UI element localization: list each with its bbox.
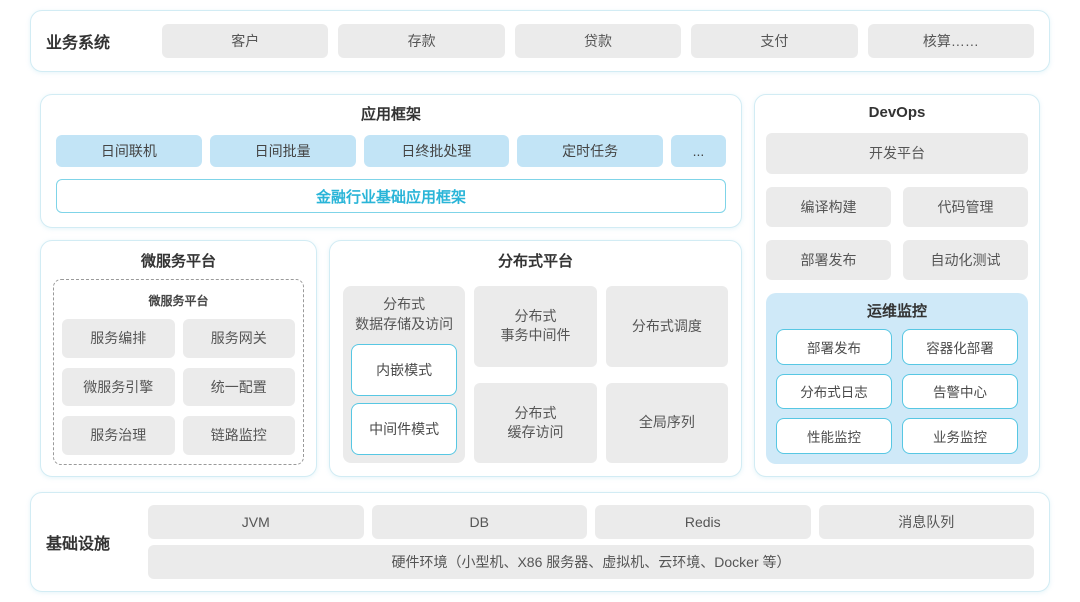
service-orchestration: 服务编排 bbox=[62, 319, 175, 358]
monitor-performance: 性能监控 bbox=[776, 418, 892, 454]
app-framework-panel: 应用框架 日间联机 日间批量 日终批处理 定时任务 ... 金融行业基础应用框架 bbox=[40, 94, 742, 228]
base-framework-box: 金融行业基础应用框架 bbox=[56, 179, 726, 213]
monitor-container-deploy: 容器化部署 bbox=[902, 329, 1018, 365]
microservice-platform-panel: 微服务平台 微服务平台 服务编排 服务网关 微服务引擎 统一配置 服务治理 链路… bbox=[40, 240, 317, 477]
monitor-distributed-log: 分布式日志 bbox=[776, 373, 892, 410]
hardware-environment: 硬件环境（小型机、X86 服务器、虚拟机、云环境、Docker 等） bbox=[148, 545, 1034, 579]
service-governance: 服务治理 bbox=[62, 416, 175, 455]
distributed-transaction-middleware: 分布式 事务中间件 bbox=[474, 286, 597, 367]
distributed-platform-title: 分布式平台 bbox=[497, 253, 573, 270]
ops-monitoring-title: 运维监控 bbox=[866, 303, 927, 320]
distributed-storage-box: 分布式 数据存储及访问 内嵌模式 中间件模式 bbox=[343, 286, 466, 463]
business-system-loan: 贷款 bbox=[514, 24, 682, 58]
business-system-customer: 客户 bbox=[162, 24, 329, 58]
devops-title: DevOps bbox=[868, 104, 926, 121]
mode-daytime-online: 日间联机 bbox=[56, 135, 202, 167]
infra-message-queue: 消息队列 bbox=[818, 505, 1034, 539]
distributed-platform-panel: 分布式平台 分布式 数据存储及访问 内嵌模式 中间件模式 分布式 事务中间件 分… bbox=[329, 240, 742, 477]
infrastructure-row: JVM DB Redis 消息队列 bbox=[148, 505, 1034, 539]
business-system-payment: 支付 bbox=[691, 24, 858, 58]
code-management: 代码管理 bbox=[903, 187, 1028, 227]
mode-scheduled-task: 定时任务 bbox=[517, 135, 663, 167]
microservice-inner-title: 微服务平台 bbox=[148, 294, 209, 308]
devops-panel: DevOps 开发平台 编译构建 代码管理 部署发布 自动化测试 运维监控 部署… bbox=[754, 94, 1040, 477]
monitor-deploy-release: 部署发布 bbox=[776, 329, 892, 365]
monitor-business: 业务监控 bbox=[902, 418, 1018, 454]
app-framework-title: 应用框架 bbox=[360, 106, 421, 123]
distributed-cache-access: 分布式 缓存访问 bbox=[474, 382, 597, 463]
deploy-release: 部署发布 bbox=[766, 240, 891, 280]
business-system-deposit: 存款 bbox=[338, 24, 505, 58]
left-column: 应用框架 日间联机 日间批量 日终批处理 定时任务 ... 金融行业基础应用框架… bbox=[40, 94, 742, 477]
devops-grid: 编译构建 代码管理 部署发布 自动化测试 bbox=[766, 187, 1028, 280]
main-row: 应用框架 日间联机 日间批量 日终批处理 定时任务 ... 金融行业基础应用框架… bbox=[40, 94, 1040, 477]
mode-daytime-batch: 日间批量 bbox=[209, 135, 356, 167]
trace-monitoring: 链路监控 bbox=[182, 416, 295, 455]
automated-testing: 自动化测试 bbox=[903, 240, 1028, 280]
compile-build: 编译构建 bbox=[766, 187, 891, 227]
lower-left-row: 微服务平台 微服务平台 服务编排 服务网关 微服务引擎 统一配置 服务治理 链路… bbox=[40, 240, 742, 477]
distributed-col-3: 分布式调度 全局序列 bbox=[605, 286, 728, 463]
infrastructure-body: JVM DB Redis 消息队列 硬件环境（小型机、X86 服务器、虚拟机、云… bbox=[148, 505, 1034, 579]
embedded-mode: 内嵌模式 bbox=[351, 344, 458, 397]
mode-eod-batch: 日终批处理 bbox=[363, 135, 510, 167]
middleware-mode: 中间件模式 bbox=[351, 403, 458, 455]
distributed-storage-title: 分布式 数据存储及访问 bbox=[355, 296, 454, 332]
global-sequence: 全局序列 bbox=[605, 382, 728, 463]
microservice-platform-title: 微服务平台 bbox=[140, 253, 216, 270]
ops-monitoring-grid: 部署发布 容器化部署 分布式日志 告警中心 性能监控 业务监控 bbox=[776, 329, 1018, 454]
microservice-inner-box: 微服务平台 服务编排 服务网关 微服务引擎 统一配置 服务治理 链路监控 bbox=[53, 279, 304, 465]
ops-monitoring-panel: 运维监控 部署发布 容器化部署 分布式日志 告警中心 性能监控 业务监控 bbox=[766, 293, 1028, 464]
business-systems-panel: 业务系统 客户 存款 贷款 支付 核算…… bbox=[30, 10, 1050, 72]
infrastructure-panel: 基础设施 JVM DB Redis 消息队列 硬件环境（小型机、X86 服务器、… bbox=[30, 492, 1050, 592]
monitor-alert-center: 告警中心 bbox=[902, 373, 1018, 410]
infra-redis: Redis bbox=[595, 505, 811, 539]
business-systems-label: 业务系统 bbox=[46, 35, 111, 52]
infra-db: DB bbox=[371, 505, 587, 539]
distributed-grid: 分布式 数据存储及访问 内嵌模式 中间件模式 分布式 事务中间件 分布式 缓存访… bbox=[343, 286, 728, 463]
unified-config: 统一配置 bbox=[182, 367, 295, 407]
app-framework-modes: 日间联机 日间批量 日终批处理 定时任务 ... bbox=[56, 135, 726, 167]
service-gateway: 服务网关 bbox=[182, 319, 295, 358]
business-system-accounting: 核算…… bbox=[867, 24, 1035, 58]
infra-jvm: JVM bbox=[148, 505, 364, 539]
microservice-grid: 服务编排 服务网关 微服务引擎 统一配置 服务治理 链路监控 bbox=[62, 319, 295, 455]
distributed-scheduling: 分布式调度 bbox=[605, 286, 728, 367]
mode-more: ... bbox=[671, 135, 726, 167]
dev-platform: 开发平台 bbox=[766, 133, 1028, 174]
distributed-col-2: 分布式 事务中间件 分布式 缓存访问 bbox=[474, 286, 597, 463]
infrastructure-label: 基础设施 bbox=[46, 536, 111, 553]
microservice-engine: 微服务引擎 bbox=[62, 367, 175, 407]
